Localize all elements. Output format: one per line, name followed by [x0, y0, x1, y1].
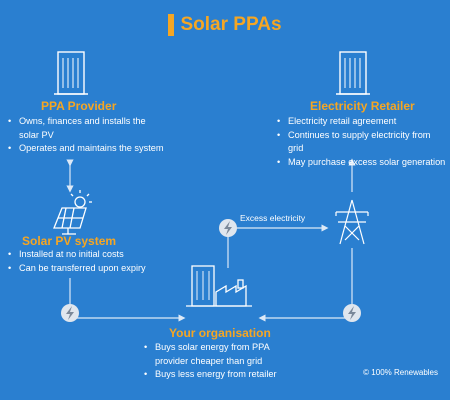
electricity-retailer-bullets: Electricity retail agreement Continues t… — [277, 115, 447, 169]
bullet-item: Electricity retail agreement — [277, 115, 447, 129]
electricity-retailer-heading: Electricity Retailer — [310, 99, 415, 113]
bullet-item: Operates and maintains the system — [8, 142, 168, 156]
excess-electricity-label: Excess electricity — [240, 213, 306, 223]
organisation-buildings-icon — [186, 265, 252, 307]
solar-pv-heading: Solar PV system — [22, 234, 117, 248]
page-title: Solar PPAs — [180, 14, 282, 35]
organisation-bullets: Buys solar energy from PPA provider chea… — [144, 341, 294, 382]
bullet-item: Continues to supply electricity from gri… — [277, 129, 447, 156]
solar-pv-bullets: Installed at no initial costs Can be tra… — [8, 248, 178, 275]
bullet-item: Installed at no initial costs — [8, 248, 178, 262]
ppa-provider-bullets: Owns, finances and installs the solar PV… — [8, 115, 168, 156]
title-accent-bar — [168, 14, 175, 36]
bullet-item: May purchase excess solar generation — [277, 156, 447, 170]
transmission-tower-icon — [335, 199, 369, 245]
ppa-provider-heading: PPA Provider — [41, 99, 117, 113]
provider-building-icon — [54, 51, 88, 95]
bullet-item: Buys less energy from retailer — [144, 368, 294, 382]
title-area: Solar PPAs — [0, 14, 450, 36]
lightning-node-left — [61, 304, 79, 322]
organisation-heading: Your organisation — [169, 326, 271, 340]
copyright-text: © 100% Renewables — [363, 368, 438, 377]
bullet-item: Can be transferred upon expiry — [8, 262, 178, 276]
bullet-item: Buys solar energy from PPA provider chea… — [144, 341, 294, 368]
solar-panel-icon — [53, 190, 92, 235]
bullet-item: Owns, finances and installs the solar PV — [8, 115, 168, 142]
retailer-building-icon — [336, 51, 370, 95]
lightning-node-right — [343, 304, 361, 322]
lightning-node-middle — [219, 219, 237, 237]
